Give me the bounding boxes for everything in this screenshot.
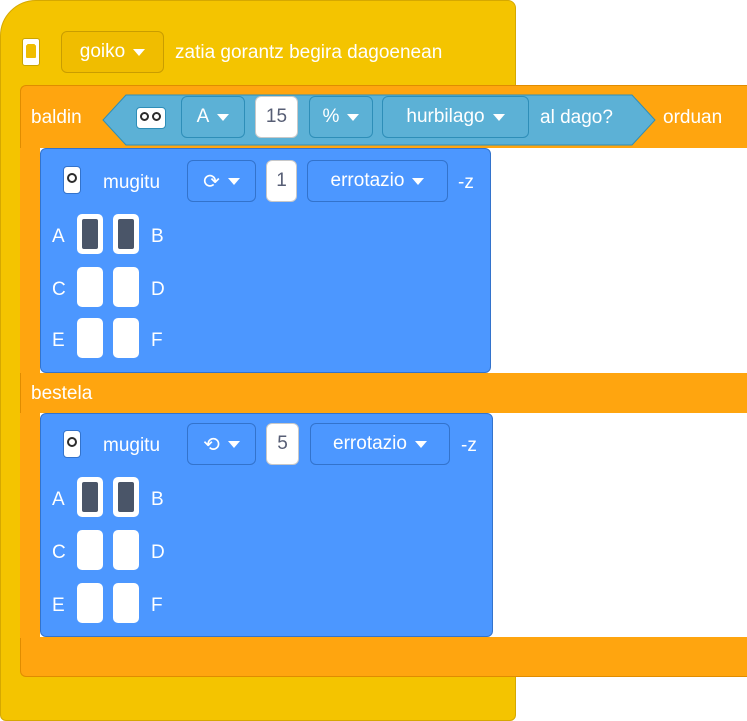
motor-suffix: -z <box>458 172 474 193</box>
amount-input[interactable]: 1 <box>266 160 297 202</box>
port-label-c: C <box>52 279 66 300</box>
port-label-b: B <box>151 489 164 510</box>
port-toggle-d[interactable] <box>113 530 139 570</box>
port-label-e: E <box>52 330 65 351</box>
port-toggle-c[interactable] <box>77 267 103 307</box>
if-block-spine-top <box>20 148 40 373</box>
port-toggle-f[interactable] <box>113 318 139 358</box>
if-block-spine-bottom <box>20 413 40 638</box>
chevron-down-icon <box>133 48 146 56</box>
chevron-down-icon <box>227 177 240 185</box>
port-toggle-e[interactable] <box>77 583 103 623</box>
distance-value-input[interactable]: 15 <box>255 96 298 138</box>
motor-label: mugitu <box>103 435 161 456</box>
hub-icon <box>22 38 40 66</box>
sensor-port-dropdown[interactable]: A <box>181 96 245 138</box>
chevron-down-icon <box>217 113 230 121</box>
direction-dropdown[interactable]: ⟳ <box>187 160 256 202</box>
unit-dropdown[interactable]: errotazio <box>307 160 448 202</box>
port-label-a: A <box>52 489 65 510</box>
comparison-value: hurbilago <box>406 106 485 127</box>
distance-sensor-icon <box>136 107 166 129</box>
port-toggle-d[interactable] <box>113 267 139 307</box>
port-toggle-f[interactable] <box>113 583 139 623</box>
port-label-e: E <box>52 595 65 616</box>
chevron-down-icon <box>414 440 427 448</box>
motor-icon <box>63 430 81 458</box>
port-toggle-c[interactable] <box>77 530 103 570</box>
port-toggle-a[interactable] <box>77 477 103 517</box>
comparison-dropdown[interactable]: hurbilago <box>382 96 529 138</box>
port-toggle-a[interactable] <box>77 214 103 254</box>
distance-unit-value: % <box>322 106 340 127</box>
port-label-f: F <box>151 595 163 616</box>
port-toggle-b[interactable] <box>113 214 139 254</box>
face-dropdown-value: goiko <box>79 41 126 62</box>
unit-value: errotazio <box>333 433 407 454</box>
then-label: orduan <box>663 107 723 128</box>
port-toggle-e[interactable] <box>77 318 103 358</box>
motor-suffix: -z <box>461 435 477 456</box>
if-label: baldin <box>31 107 82 128</box>
motor-label: mugitu <box>103 172 161 193</box>
sensor-port-value: A <box>196 106 210 127</box>
amount-input[interactable]: 5 <box>266 423 299 465</box>
chevron-down-icon <box>347 113 360 121</box>
chevron-down-icon <box>492 113 505 121</box>
port-selected-fill <box>82 219 98 249</box>
else-label: bestela <box>31 383 93 404</box>
port-label-a: A <box>52 226 65 247</box>
port-selected-fill <box>118 482 134 512</box>
counterclockwise-icon: ⟲ <box>203 433 220 456</box>
face-dropdown[interactable]: goiko <box>61 31 164 73</box>
hat-trailing-text: zatia gorantz begira dagoenean <box>175 42 443 63</box>
chevron-down-icon <box>227 440 240 448</box>
port-toggle-b[interactable] <box>113 477 139 517</box>
port-selected-fill <box>118 219 134 249</box>
unit-dropdown[interactable]: errotazio <box>310 423 450 465</box>
port-selected-fill <box>82 482 98 512</box>
port-label-d: D <box>151 279 165 300</box>
port-label-b: B <box>151 226 164 247</box>
port-label-f: F <box>151 330 163 351</box>
unit-value: errotazio <box>330 170 405 191</box>
motor-icon <box>63 166 81 194</box>
distance-unit-dropdown[interactable]: % <box>309 96 373 138</box>
port-label-d: D <box>151 542 165 563</box>
chevron-down-icon <box>412 177 425 185</box>
direction-dropdown[interactable]: ⟲ <box>187 423 256 465</box>
condition-suffix: al dago? <box>540 107 613 128</box>
clockwise-icon: ⟳ <box>203 170 220 193</box>
port-label-c: C <box>52 542 66 563</box>
